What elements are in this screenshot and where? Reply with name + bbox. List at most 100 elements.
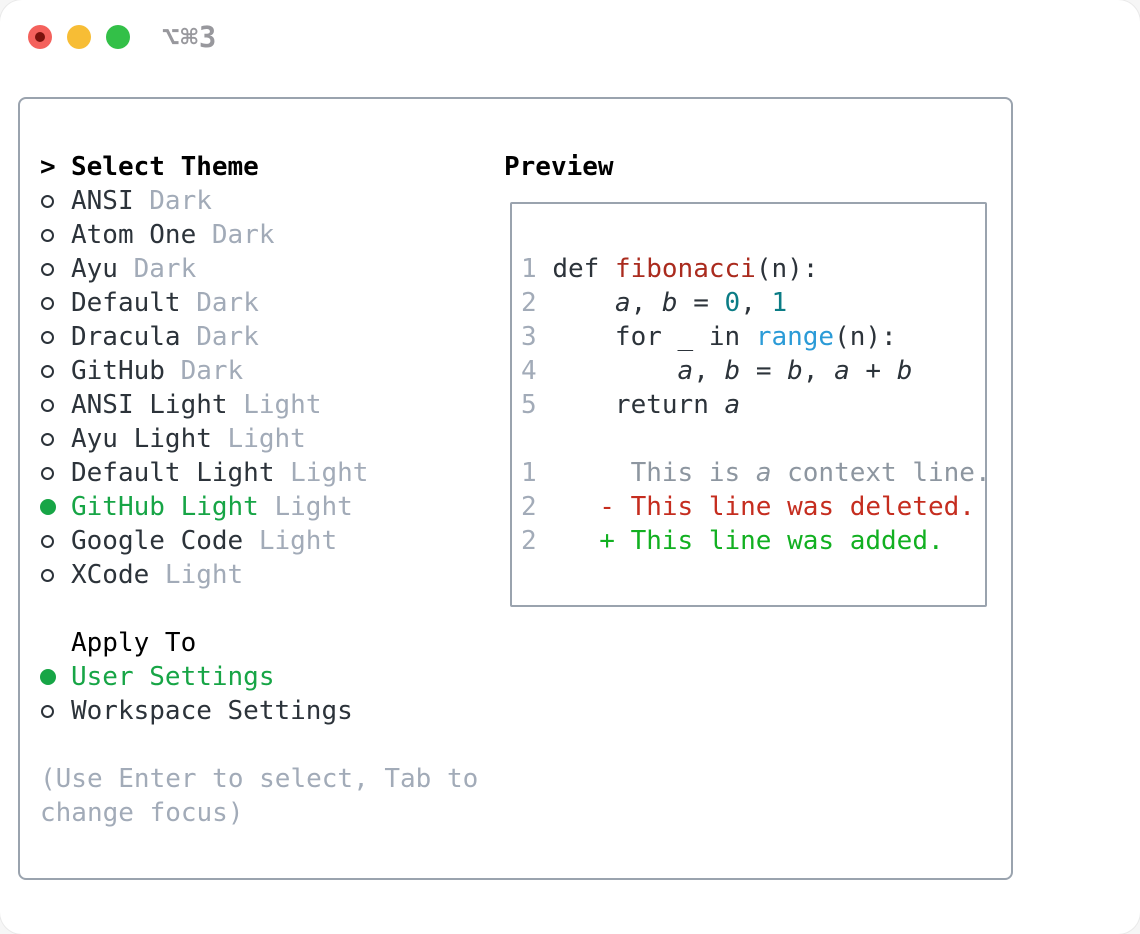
theme-list-item[interactable]: Ayu Dark xyxy=(40,252,490,286)
code-segment-code: , xyxy=(693,356,725,386)
code-segment-code: = xyxy=(677,288,725,318)
apply-to-option[interactable]: User Settings xyxy=(40,660,490,694)
theme-picker-header-row: > Select Theme xyxy=(40,150,490,184)
theme-variant-badge: Light xyxy=(227,390,322,420)
code-segment-var: b xyxy=(661,288,678,318)
code-segment-code: (n): xyxy=(834,322,897,352)
radio-unselected-icon xyxy=(41,432,54,446)
theme-list-item[interactable]: ANSI Light Light xyxy=(40,388,490,422)
radio-marker-box xyxy=(40,534,71,548)
apply-to-option[interactable]: Workspace Settings xyxy=(40,694,490,728)
theme-list-item[interactable]: XCode Light xyxy=(40,558,490,592)
theme-name: GitHub xyxy=(71,356,165,386)
theme-list-item[interactable]: Default Light Light xyxy=(40,456,490,490)
minimize-button[interactable] xyxy=(67,25,91,49)
theme-name: Dracula xyxy=(71,322,181,352)
radio-marker-box xyxy=(40,296,71,310)
theme-variant-badge: Dark xyxy=(180,322,259,352)
code-segment-code: + xyxy=(849,356,897,386)
keyboard-hint-line: change focus) xyxy=(40,798,244,828)
preview-code-line: 4 a, b = b, a + b xyxy=(521,354,985,388)
radio-unselected-icon xyxy=(41,364,54,378)
radio-marker-box xyxy=(40,466,71,480)
radio-marker-box xyxy=(40,262,71,276)
theme-name: Atom One xyxy=(71,220,197,250)
theme-list-item[interactable]: Dracula Dark xyxy=(40,320,490,354)
preview-code-line: 2 a, b = 0, 1 xyxy=(521,286,985,320)
code-segment-code: def xyxy=(552,254,615,284)
spacer xyxy=(40,592,490,626)
window-shortcut-label: ⌥⌘3 xyxy=(162,20,218,54)
theme-name: Default xyxy=(71,288,181,318)
preview-heading: Preview xyxy=(504,152,614,182)
preview-code-line: 1 This is a context line. xyxy=(521,456,985,490)
radio-unselected-icon xyxy=(41,568,54,582)
radio-marker-box xyxy=(40,364,71,378)
line-number: 5 xyxy=(521,390,553,420)
theme-name: Default Light xyxy=(71,458,275,488)
preview-code-line: 3 for _ in range(n): xyxy=(521,320,985,354)
theme-name: Google Code xyxy=(71,526,244,556)
line-number: 1 xyxy=(521,254,553,284)
theme-variant-badge: Light xyxy=(258,492,353,522)
code-segment-add: + This line was added. xyxy=(552,526,944,556)
radio-marker-box xyxy=(40,398,71,412)
radio-marker-box xyxy=(40,432,71,446)
line-number: 2 xyxy=(521,492,553,522)
theme-list-item[interactable]: Atom One Dark xyxy=(40,218,490,252)
line-number: 2 xyxy=(521,526,553,556)
theme-variant-badge: Dark xyxy=(117,254,197,284)
theme-list-item[interactable]: Ayu Light Light xyxy=(40,422,490,456)
prompt-marker-box: > xyxy=(40,152,71,182)
theme-name: ANSI Light xyxy=(71,390,228,420)
apply-to-option-label: User Settings xyxy=(71,662,275,692)
radio-marker-box xyxy=(40,704,71,718)
radio-selected-icon xyxy=(40,499,56,515)
preview-code-line: 1 def fibonacci(n): xyxy=(521,252,985,286)
code-segment-code xyxy=(552,288,615,318)
line-number: 4 xyxy=(521,356,553,386)
radio-marker-box xyxy=(40,228,71,242)
code-segment-call: range xyxy=(755,322,835,352)
close-button[interactable] xyxy=(28,25,52,49)
apply-to-header-row: Apply To xyxy=(40,626,490,660)
radio-unselected-icon xyxy=(41,534,54,548)
theme-variant-badge: Light xyxy=(211,424,306,454)
theme-variant-badge: Light xyxy=(274,458,369,488)
code-segment-code: , xyxy=(802,356,835,386)
theme-list-item[interactable]: Google Code Light xyxy=(40,524,490,558)
code-segment-var: b xyxy=(724,356,741,386)
radio-marker-box xyxy=(40,194,71,208)
radio-marker-box xyxy=(40,669,71,685)
code-segment-code: , xyxy=(740,288,772,318)
code-segment-var: a xyxy=(834,356,850,386)
code-segment-var: a xyxy=(614,288,631,318)
radio-marker-box xyxy=(40,499,71,515)
preview-code-line: 2 + This line was added. xyxy=(521,524,985,558)
theme-list-item[interactable]: ANSI Dark xyxy=(40,184,490,218)
code-segment-ctx: context line. xyxy=(771,458,987,488)
radio-selected-icon xyxy=(40,669,56,685)
apply-to-title: Apply To xyxy=(71,628,197,658)
spacer xyxy=(40,728,490,762)
radio-unselected-icon xyxy=(41,194,54,208)
code-segment-code: , xyxy=(630,288,662,318)
theme-name: Ayu Light xyxy=(71,424,212,454)
radio-unselected-icon xyxy=(41,398,54,412)
radio-unselected-icon xyxy=(41,330,54,344)
unsaved-changes-dot-icon xyxy=(35,32,45,42)
radio-marker-box xyxy=(40,330,71,344)
code-segment-code: for _ in xyxy=(552,322,756,352)
theme-name: XCode xyxy=(71,560,150,590)
theme-name: Ayu xyxy=(71,254,118,284)
theme-list-item[interactable]: Default Dark xyxy=(40,286,490,320)
zoom-button[interactable] xyxy=(106,25,130,49)
theme-name: GitHub Light xyxy=(71,492,259,522)
code-segment-code xyxy=(552,356,677,386)
prompt-icon: > xyxy=(40,152,56,182)
theme-list-item[interactable]: GitHub Light Light xyxy=(40,490,490,524)
theme-list-item[interactable]: GitHub Dark xyxy=(40,354,490,388)
theme-picker-title: Select Theme xyxy=(71,152,259,182)
